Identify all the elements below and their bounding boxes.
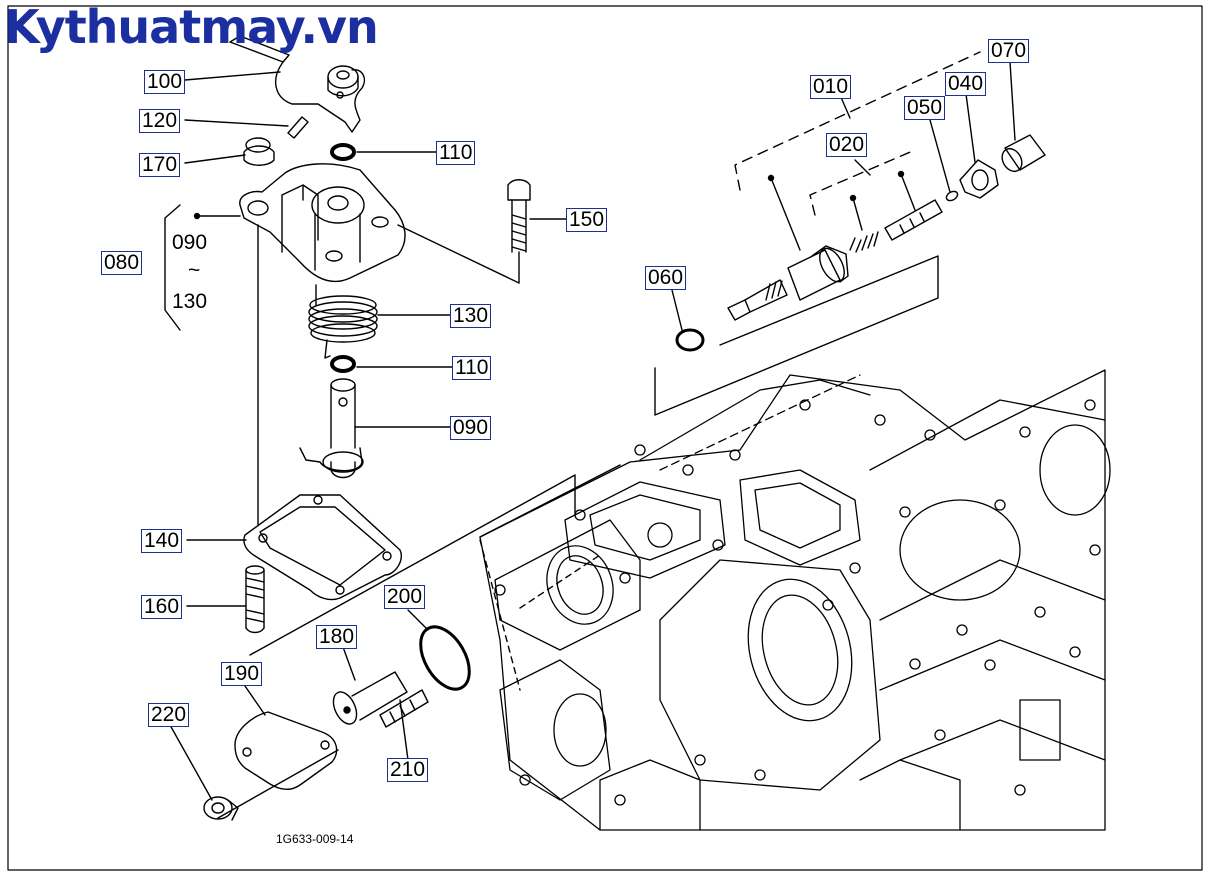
nut-220-drawing [203,796,239,821]
page-border [7,5,1203,871]
governor-lever-drawing [229,35,366,133]
stud-drawing [245,565,265,634]
part-label-120[interactable]: 120 [139,109,181,133]
plug-180-drawing [332,671,408,725]
governor-housing-drawing [239,163,406,282]
nut-170-drawing [243,137,275,166]
site-watermark: Kythuatmay.vn [4,0,379,54]
part-label-040[interactable]: 040 [945,72,987,96]
oring-200-drawing [419,625,471,691]
leader-lines [169,61,1016,801]
ring-050-drawing [945,190,959,202]
part-label-210[interactable]: 210 [387,758,429,782]
part-label-130[interactable]: 130 [450,304,492,328]
small-spring-drawing [849,231,879,253]
part-label-020[interactable]: 020 [826,133,868,157]
governor-shaft-drawing [299,378,364,479]
part-label-110-lower[interactable]: 110 [452,356,492,380]
solenoid-assembly-drawing [727,245,849,321]
washer-lower-drawing [330,355,356,373]
part-label-140[interactable]: 140 [141,529,183,553]
range-to: 130 [172,290,208,313]
range-bracket [164,204,181,331]
plunger-drawing [884,199,943,241]
oring-060-drawing [675,328,705,352]
screw-210-drawing [379,689,429,728]
part-label-010[interactable]: 010 [810,75,852,99]
washer-upper-drawing [330,143,356,161]
part-label-150[interactable]: 150 [566,208,608,232]
range-separator: ~ [188,259,201,282]
part-label-180[interactable]: 180 [316,625,358,649]
range-from: 090 [172,231,208,254]
bolt-guide-line [397,224,520,284]
part-label-160[interactable]: 160 [141,595,183,619]
group-020-bracket [809,149,916,216]
part-label-050[interactable]: 050 [904,96,946,120]
engine-block-drawing [479,369,1111,831]
cover-190-drawing [234,711,338,791]
part-label-170[interactable]: 170 [139,153,181,177]
part-label-190[interactable]: 190 [221,662,263,686]
part-label-220[interactable]: 220 [148,703,190,727]
gasket-drawing [243,494,402,601]
spring-drawing [308,284,378,359]
figure-code: 1G633-009-14 [276,832,354,846]
part-label-100[interactable]: 100 [144,70,186,94]
group-010-bracket [734,51,981,191]
part-label-080[interactable]: 080 [101,251,143,275]
cap-070-drawing [1001,134,1046,173]
part-label-110-upper[interactable]: 110 [436,141,476,165]
part-label-070[interactable]: 070 [988,39,1030,63]
part-label-090[interactable]: 090 [450,416,492,440]
part-label-200[interactable]: 200 [384,585,426,609]
solenoid-guide-box [654,255,939,416]
pin-drawing [287,116,309,139]
bolt-150-drawing [507,179,531,284]
part-label-060[interactable]: 060 [645,266,687,290]
nut-040-drawing [959,159,999,199]
